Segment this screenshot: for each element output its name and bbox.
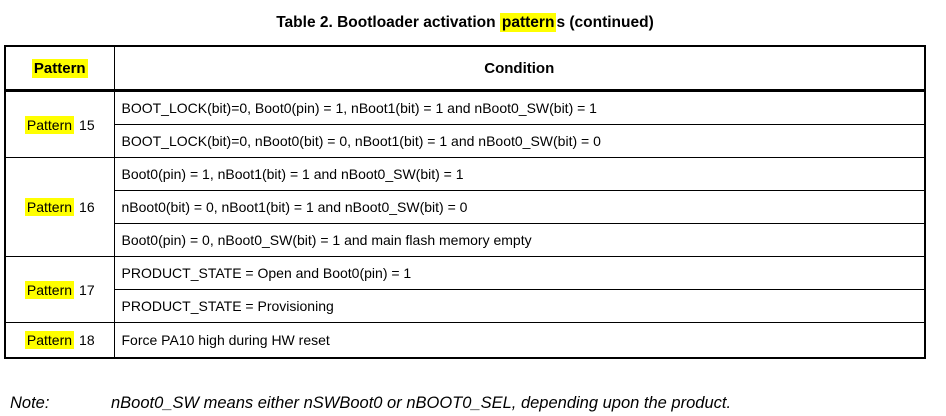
condition-cell: nBoot0(bit) = 0, nBoot1(bit) = 1 and nBo… <box>113 190 926 224</box>
table-row: nBoot0(bit) = 0, nBoot1(bit) = 1 and nBo… <box>5 190 926 224</box>
search-highlight: Pattern <box>31 58 88 78</box>
pattern-number: 18 <box>79 332 95 348</box>
condition-cell: BOOT_LOCK(bit)=0, Boot0(pin) = 1, nBoot1… <box>113 90 926 125</box>
pattern-number: 16 <box>79 199 95 215</box>
table-header-row: Pattern Condition <box>4 45 926 92</box>
condition-cell: BOOT_LOCK(bit)=0, nBoot0(bit) = 0, nBoot… <box>113 124 926 158</box>
search-highlight: Pattern <box>24 198 75 216</box>
table-row: Boot0(pin) = 0, nBoot0_SW(bit) = 1 and m… <box>5 223 926 257</box>
footnote-label: Note: <box>10 394 50 412</box>
footnote: Note: nBoot0_SW means either nSWBoot0 or… <box>4 393 946 414</box>
condition-cell: Boot0(pin) = 0, nBoot0_SW(bit) = 1 and m… <box>113 223 926 257</box>
pattern-column-header: Pattern <box>4 45 115 92</box>
search-highlight: pattern <box>499 13 557 32</box>
condition-cell: Force PA10 high during HW reset <box>113 322 926 359</box>
table-row: PRODUCT_STATE = Provisioning <box>5 289 926 323</box>
search-highlight: Pattern <box>24 331 75 349</box>
table-row: BOOT_LOCK(bit)=0, nBoot0(bit) = 0, nBoot… <box>5 124 926 158</box>
condition-cell: Boot0(pin) = 1, nBoot1(bit) = 1 and nBoo… <box>113 157 926 191</box>
condition-cell: PRODUCT_STATE = Provisioning <box>113 289 926 323</box>
footnote-text: nBoot0_SW means either nSWBoot0 or nBOOT… <box>111 394 732 412</box>
condition-cell: PRODUCT_STATE = Open and Boot0(pin) = 1 <box>113 256 926 290</box>
search-highlight: Pattern <box>24 115 75 134</box>
table-caption-suffix: s (continued) <box>556 14 654 31</box>
pattern-number: 17 <box>79 281 95 298</box>
pattern-number: 15 <box>79 116 95 133</box>
table-caption-prefix: Table 2. Bootloader activation <box>276 14 500 31</box>
condition-column-header: Condition <box>113 45 926 92</box>
search-highlight: Pattern <box>24 280 75 299</box>
